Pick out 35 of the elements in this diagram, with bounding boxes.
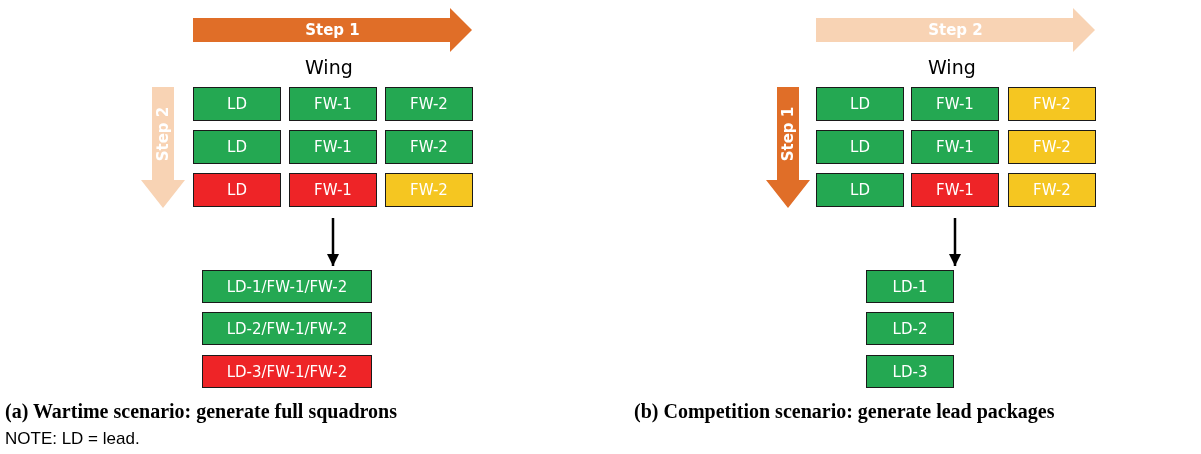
unit-box: LD	[193, 130, 281, 164]
arrow	[326, 218, 340, 266]
unit-box: FW-2	[385, 87, 473, 121]
unit-box: LD	[816, 173, 904, 207]
unit-box: FW-2	[385, 130, 473, 164]
step-arrow: Step 2	[141, 87, 185, 208]
unit-box: FW-1	[911, 173, 999, 207]
unit-box: FW-1	[289, 87, 377, 121]
step-arrow: Step 2	[816, 8, 1095, 52]
unit-box: LD	[816, 87, 904, 121]
grid-heading: Wing	[928, 56, 976, 78]
step-arrow: Step 1	[766, 87, 810, 208]
step-arrow: Step 1	[193, 8, 472, 52]
unit-box: LD	[193, 87, 281, 121]
unit-box: LD	[193, 173, 281, 207]
unit-box: FW-1	[289, 173, 377, 207]
unit-box: FW-1	[911, 130, 999, 164]
grid-heading: Wing	[305, 56, 353, 78]
unit-box: FW-2	[1008, 173, 1096, 207]
panel-caption: (b) Competition scenario: generate lead packages	[634, 400, 1055, 423]
unit-box: FW-2	[1008, 87, 1096, 121]
unit-box: FW-2	[1008, 130, 1096, 164]
unit-box: LD-1	[866, 270, 954, 303]
unit-box: FW-1	[911, 87, 999, 121]
unit-box: LD	[816, 130, 904, 164]
unit-box: LD-2/FW-1/FW-2	[202, 312, 372, 345]
unit-box: FW-2	[385, 173, 473, 207]
unit-box: FW-1	[289, 130, 377, 164]
arrow	[948, 218, 962, 266]
unit-box: LD-1/FW-1/FW-2	[202, 270, 372, 303]
unit-box: LD-3	[866, 355, 954, 388]
note-text: NOTE: LD = lead.	[5, 429, 140, 449]
unit-box: LD-3/FW-1/FW-2	[202, 355, 372, 388]
unit-box: LD-2	[866, 312, 954, 345]
panel-caption: (a) Wartime scenario: generate full squadrons	[5, 400, 397, 423]
